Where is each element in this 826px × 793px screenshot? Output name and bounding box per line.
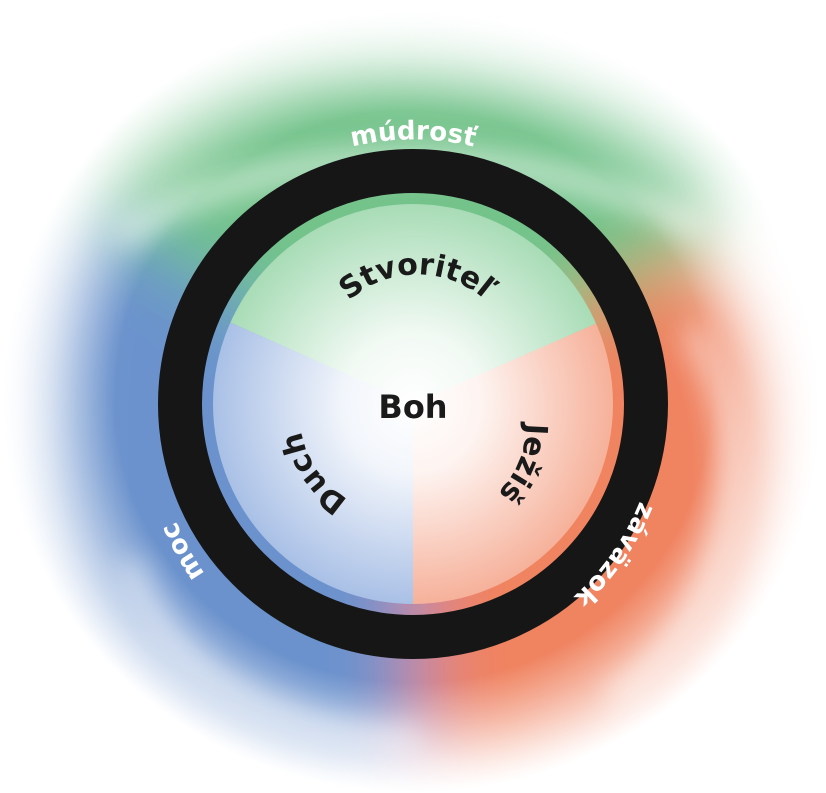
center-label: Boh: [378, 388, 447, 426]
